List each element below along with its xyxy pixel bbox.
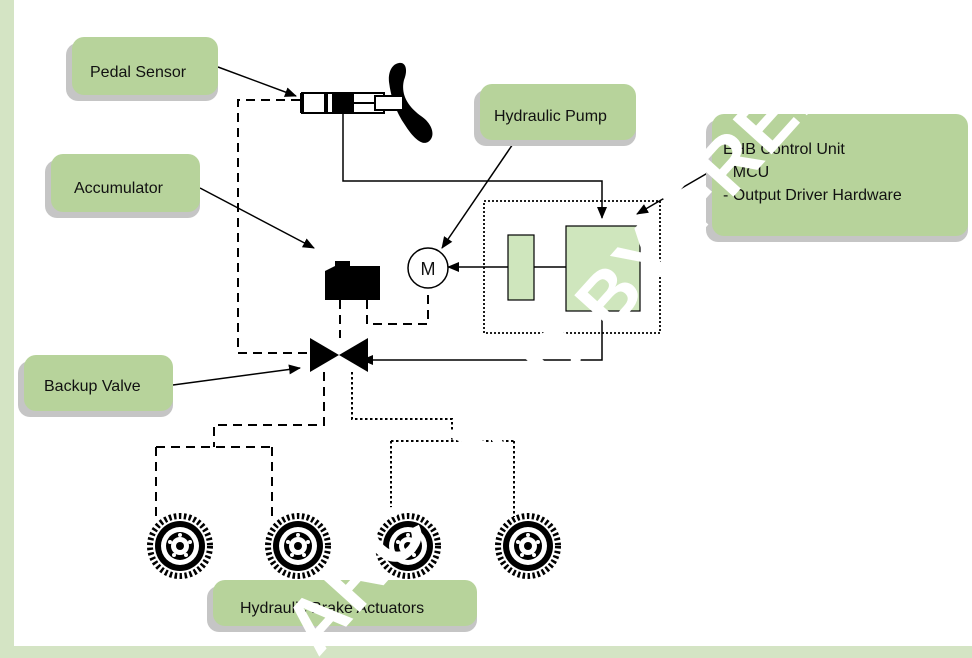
ehb-line1-text: EHB Control Unit [723,141,845,158]
label-accumulator: Accumulator [45,154,200,218]
brake-pedal-icon [388,62,433,143]
wheel-icon [150,516,210,576]
motor-label: M [421,259,436,279]
label-brake-actuators: Hydraulic Brake Actuators [207,580,477,632]
pedal-sensor-text: Pedal Sensor [90,64,187,81]
label-ehb-control-unit: EHB Control Unit - MCU - Output Driver H… [706,114,968,242]
hydraulic-pump-text: Hydraulic Pump [494,108,607,125]
brake-actuators-text: Hydraulic Brake Actuators [240,600,424,617]
backup-valve-icon [310,338,368,372]
pedal-sensor-cylinder-icon [300,92,404,114]
label-pedal-sensor: Pedal Sensor [66,37,218,101]
ehb-line2-text: - MCU [723,164,769,181]
wheel-icon [498,516,558,576]
output-driver-block [507,234,535,301]
label-hydraulic-pump: Hydraulic Pump [474,84,636,146]
motor-icon: M [407,247,449,289]
ehb-line3-text: - Output Driver Hardware [723,187,902,204]
frame-bottom [0,646,972,658]
label-backup-valve: Backup Valve [18,355,173,417]
mcu-block [565,225,641,312]
signal-lines [172,66,719,386]
accumulator-icon [325,261,380,300]
backup-valve-text: Backup Valve [44,378,141,395]
accumulator-text: Accumulator [74,180,164,197]
frame-left [0,0,14,658]
